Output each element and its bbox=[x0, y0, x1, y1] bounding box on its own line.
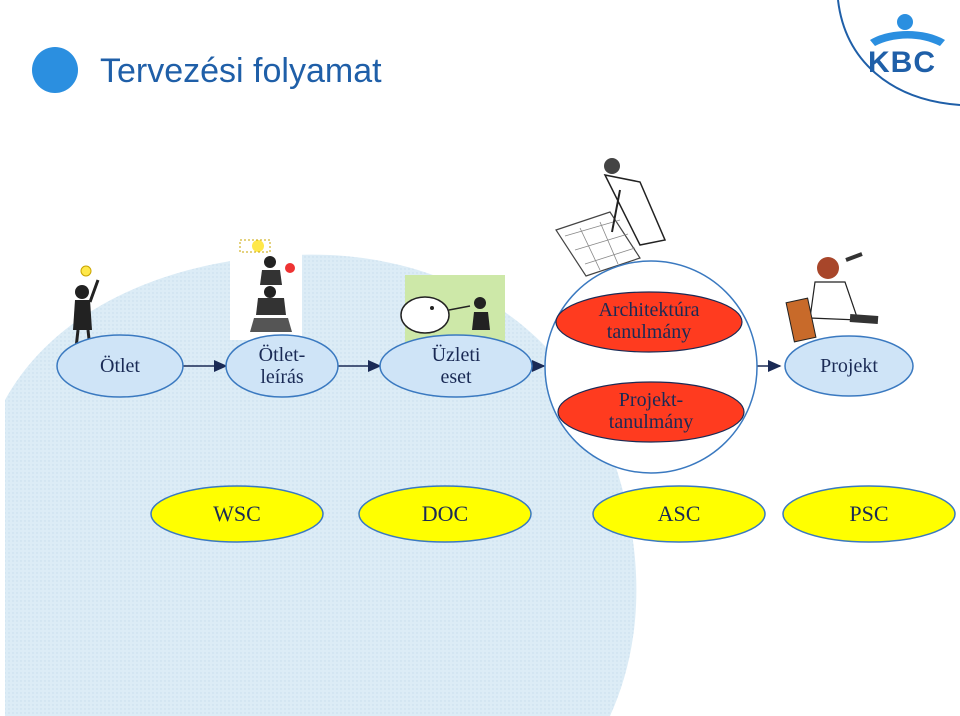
kbc-logo-text: KBC bbox=[868, 46, 936, 79]
label-architektura-line1: Architektúra bbox=[598, 299, 700, 321]
node-otletleiras bbox=[225, 334, 339, 398]
label-projekttanulmany-line2: tanulmány bbox=[608, 411, 694, 433]
label-phase-wsc: WSC bbox=[213, 501, 261, 526]
label-architektura-line2: tanulmány bbox=[606, 321, 692, 343]
label-projekttanulmany-line1: Projekt- bbox=[618, 389, 684, 411]
kbc-logo-figure-icon bbox=[870, 31, 945, 46]
node-projekttanulmany bbox=[557, 381, 745, 443]
label-otletleiras-line2: leírás bbox=[260, 366, 304, 388]
architect-blueprint-icon bbox=[555, 158, 667, 277]
label-projekt: Projekt bbox=[820, 355, 878, 377]
background-circle bbox=[5, 254, 637, 716]
label-otletleiras: Ötlet- leírás bbox=[232, 344, 332, 388]
node-architektura bbox=[555, 291, 743, 353]
piggy-bank-icon bbox=[400, 275, 505, 345]
kbc-logo bbox=[837, 0, 960, 106]
carpenter-icon bbox=[785, 252, 879, 343]
kbc-logo-head-icon bbox=[897, 14, 913, 30]
label-phase-asc: ASC bbox=[657, 501, 701, 526]
label-uzleti: Üzleti eset bbox=[406, 344, 506, 388]
label-architektura: Architektúra tanulmány bbox=[574, 299, 724, 343]
label-uzleti-line2: eset bbox=[440, 366, 472, 388]
label-phase-doc: DOC bbox=[421, 501, 469, 526]
title-bullet bbox=[32, 47, 78, 93]
label-otlet: Ötlet bbox=[100, 355, 140, 377]
node-otlet bbox=[56, 334, 184, 398]
label-otletleiras-line1: Ötlet- bbox=[258, 344, 306, 366]
phase-doc bbox=[358, 485, 532, 543]
label-projekttanulmany: Projekt- tanulmány bbox=[576, 389, 726, 433]
node-uzleti bbox=[379, 334, 533, 398]
people-tower-icon bbox=[230, 239, 302, 340]
page-title: Tervezési folyamat bbox=[100, 52, 382, 90]
phase-psc bbox=[782, 485, 956, 543]
lightbulb-person-icon bbox=[73, 265, 100, 349]
label-phase-psc: PSC bbox=[849, 501, 889, 526]
label-uzleti-line1: Üzleti bbox=[431, 344, 481, 366]
phase-wsc bbox=[150, 485, 324, 543]
phase-asc bbox=[592, 485, 766, 543]
node-projekt bbox=[784, 335, 914, 397]
